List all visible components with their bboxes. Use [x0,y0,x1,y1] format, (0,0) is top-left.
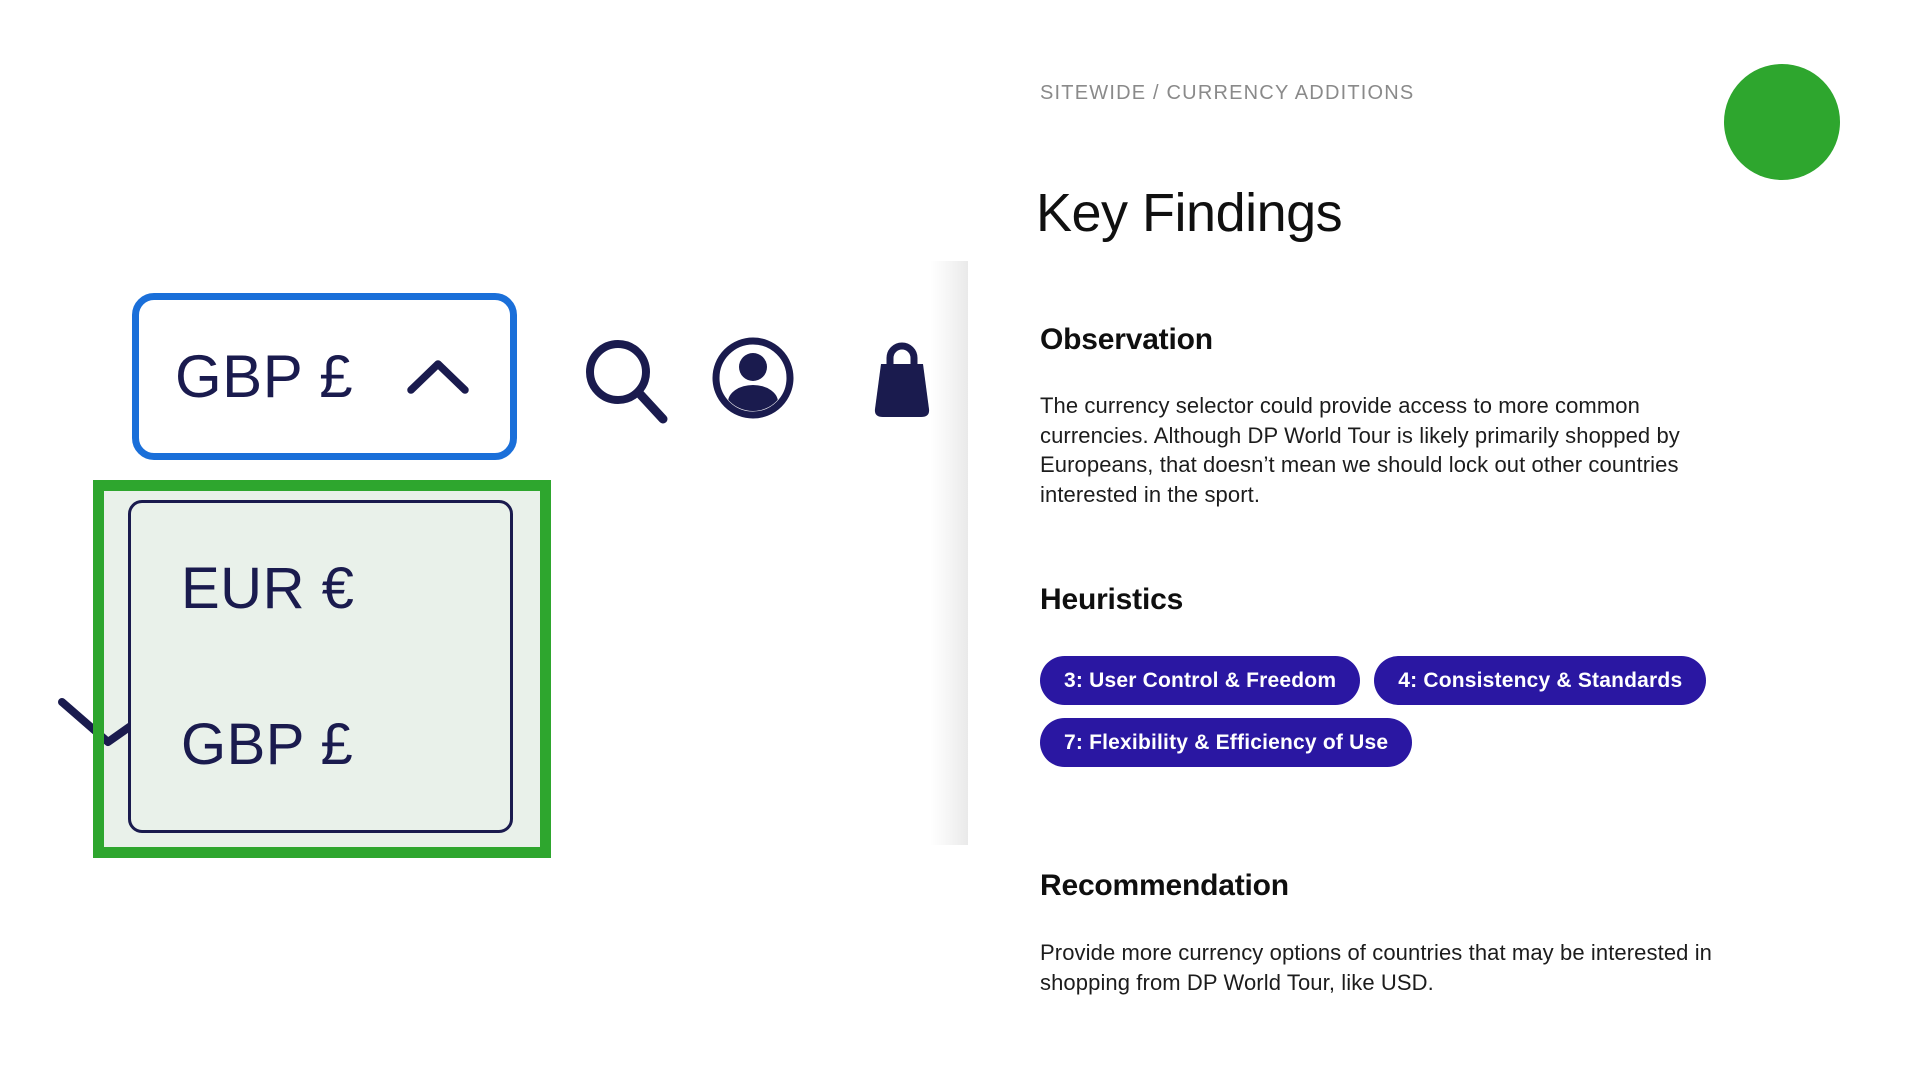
dropdown-option-gbp[interactable]: GBP £ [181,712,354,777]
observation-line: currencies. Although DP World Tour is li… [1040,422,1680,448]
page-title: Key Findings [1036,183,1343,243]
dropdown-option-eur[interactable]: EUR € [181,556,355,621]
heuristics-pills: 3: User Control & Freedom 4: Consistency… [1040,656,1764,767]
currency-selector-button[interactable]: GBP £ [132,293,517,460]
recommendation-line: Provide more currency options of countri… [1040,940,1713,965]
recommendation-text: Provide more currency options of countri… [1040,938,1712,997]
shopping-bag-icon[interactable] [870,338,934,420]
heuristic-pill: 3: User Control & Freedom [1040,656,1361,705]
status-dot [1724,64,1840,180]
observation-line: interested in the sport. [1040,481,1261,507]
chevron-up-icon [407,359,469,394]
observation-heading: Observation [1040,323,1213,356]
currency-selector-label: GBP £ [175,343,354,410]
observation-text: The currency selector could provide acce… [1040,391,1680,509]
observation-line: The currency selector could provide acce… [1040,393,1640,418]
observation-line: Europeans, that doesn’t mean we should l… [1040,452,1679,477]
recommendation-heading: Recommendation [1040,869,1289,902]
recommendation-line: shopping from DP World Tour, like USD. [1040,969,1434,995]
heuristic-pill: 7: Flexibility & Efficiency of Use [1040,718,1413,767]
currency-dropdown: EUR € GBP £ [128,500,513,833]
heuristics-heading: Heuristics [1040,583,1184,616]
screenshot-edge-shadow [930,261,968,845]
search-icon[interactable] [584,338,670,426]
heuristic-pill: 4: Consistency & Standards [1374,656,1707,705]
breadcrumb: SITEWIDE / CURRENCY ADDITIONS [1040,82,1415,104]
account-icon[interactable] [712,336,794,420]
